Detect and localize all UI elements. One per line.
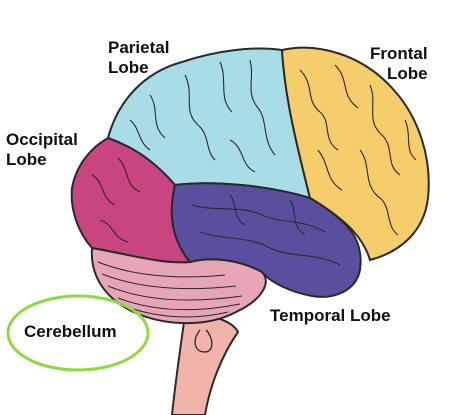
- parietal-lobe-label: Parietal Lobe: [108, 38, 169, 78]
- temporal-lobe-label: Temporal Lobe: [270, 306, 391, 325]
- frontal-lobe: [280, 46, 430, 262]
- parietal-lobe-label-line1: Parietal: [108, 38, 170, 57]
- brainstem: [170, 313, 240, 415]
- occipital-lobe: [70, 136, 193, 264]
- cerebellum-highlight-ellipse: [6, 294, 150, 372]
- occipital-lobe-label-line2: Lobe: [6, 150, 47, 169]
- temporal-lobe: [170, 182, 362, 298]
- occipital-lobe-label: Occipital Lobe: [6, 130, 78, 170]
- parietal-folds: [129, 59, 276, 173]
- occipital-lobe-label-line1: Occipital: [6, 130, 78, 149]
- temporal-folds: [191, 194, 341, 266]
- parietal-lobe-label-line2: Lobe: [108, 58, 149, 77]
- occipital-folds: [91, 157, 141, 243]
- frontal-lobe-label-line2: Lobe: [387, 64, 428, 83]
- brainstem-detail: [194, 329, 213, 353]
- frontal-lobe-label-line1: Frontal: [370, 44, 428, 63]
- frontal-folds: [299, 64, 417, 236]
- cerebellum-label: Cerebellum: [24, 322, 117, 341]
- frontal-lobe-label: Frontal Lobe: [370, 44, 428, 84]
- cerebellum-folds: [97, 261, 243, 318]
